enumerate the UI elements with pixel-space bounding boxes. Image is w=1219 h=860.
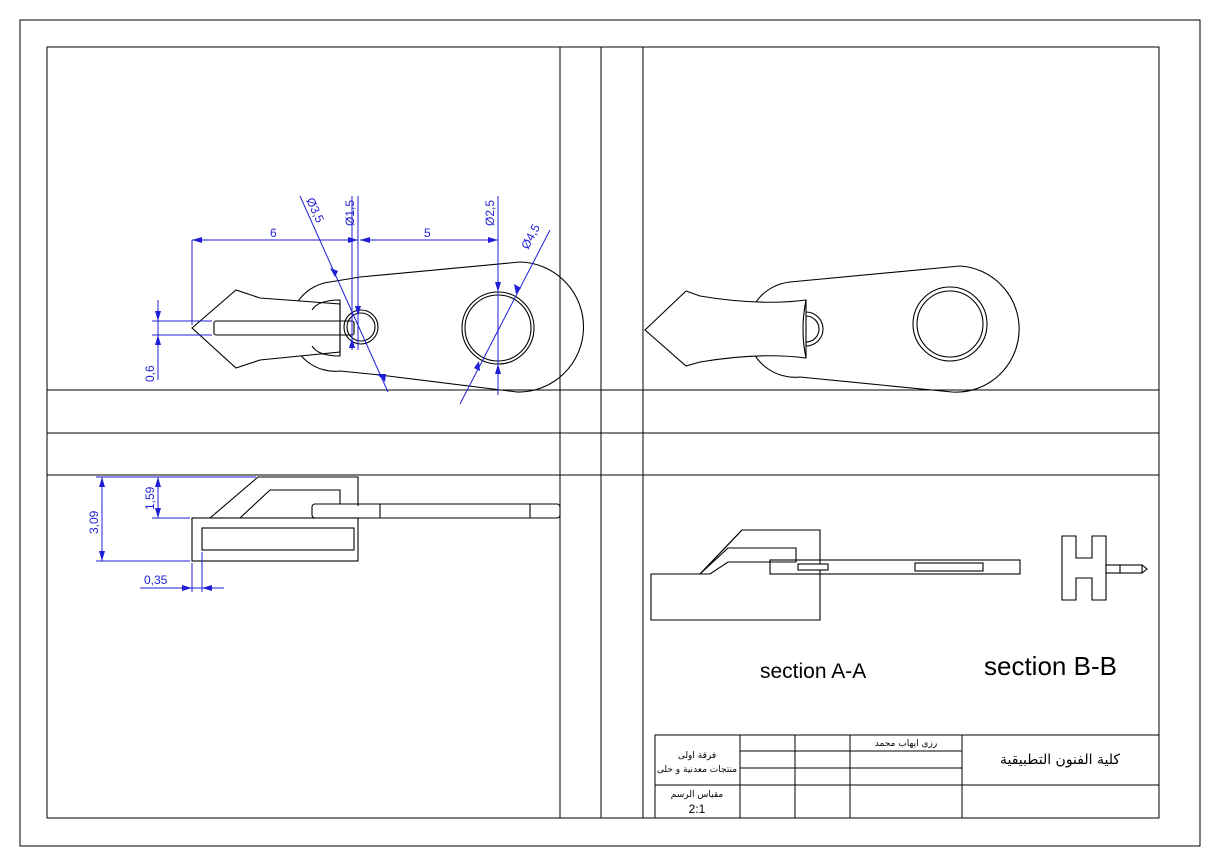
title-school: كلية الفنون التطبيقية (1000, 752, 1120, 768)
section-a-a-label: section A-A (760, 660, 866, 683)
section-a-a-drawing (650, 529, 1021, 621)
title-author: رزى ايهاب محمد (875, 739, 937, 749)
dim-0-35: 0,35 (144, 573, 168, 587)
small-hole (343, 309, 379, 345)
hole-plain-view (912, 286, 988, 362)
dim-3-09: 3,09 (87, 510, 101, 534)
dim-dia-4-5: Ø4,5 (518, 222, 543, 252)
side-view-dimensioned: 3,09 1,59 0,35 (87, 476, 561, 592)
dim-dia-1-5: Ø1,5 (343, 200, 357, 226)
section-b-b-drawing (1061, 535, 1148, 601)
title-block (654, 734, 1160, 819)
dim-0-6: 0,6 (143, 365, 157, 382)
title-scale-value: 2:1 (689, 802, 706, 816)
dim-6: 6 (270, 226, 277, 240)
projection-grid (47, 47, 1159, 818)
title-scale-label: مقياس الرسم (671, 790, 724, 800)
dim-5: 5 (424, 226, 431, 240)
dim-dia-2-5: Ø2,5 (483, 200, 497, 226)
outer-border (19, 19, 1201, 847)
front-view-dimensioned: 6 5 Ø3,5 Ø1,5 Ø2,5 Ø4,5 0,6 (143, 195, 585, 405)
title-year: فرقة اولى (678, 751, 716, 761)
title-department: منتجات معدنية و حلى (657, 765, 737, 775)
section-b-b-label: section B-B (984, 651, 1117, 681)
dim-1-59: 1,59 (143, 486, 157, 510)
front-view-plain (644, 265, 1020, 393)
